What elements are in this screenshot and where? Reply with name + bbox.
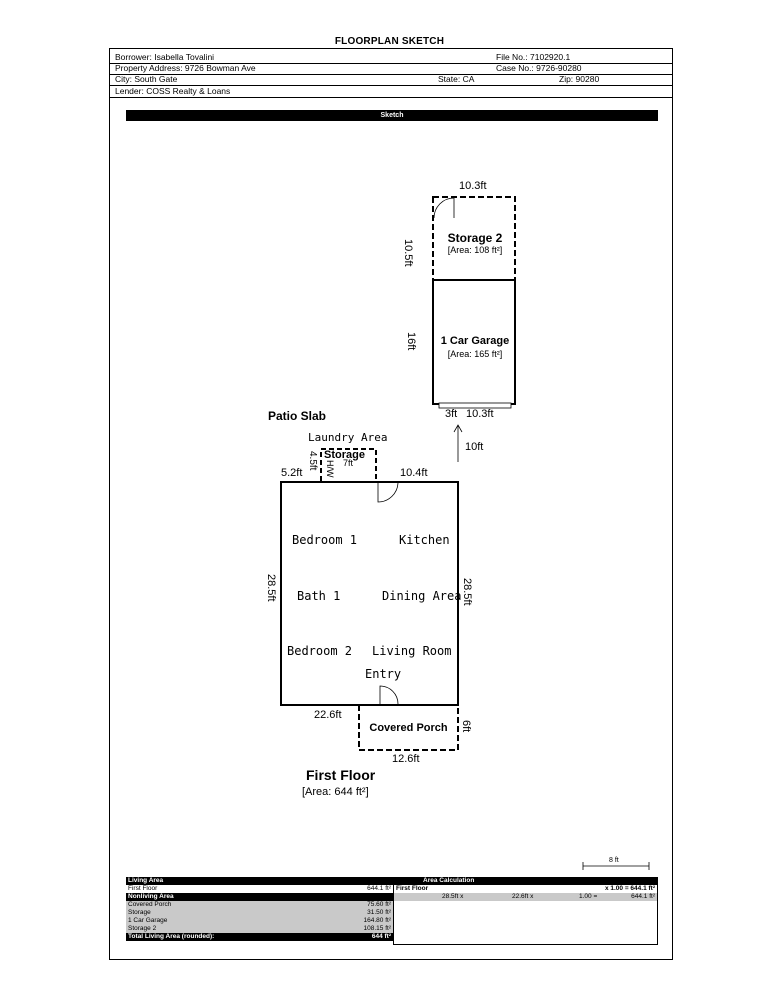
room-bath1: Bath 1 bbox=[297, 589, 341, 603]
first-floor-label: First Floor bbox=[128, 885, 158, 892]
nonliving-area-header: Nonliving Area bbox=[128, 893, 174, 900]
calc-factor: 1.00 = bbox=[579, 893, 598, 900]
zip: Zip: 90280 bbox=[559, 74, 600, 84]
case-no: Case No.: 9726-90280 bbox=[496, 63, 582, 73]
header-row-4: Lender: COSS Realty & Loans bbox=[110, 86, 672, 97]
state: State: CA bbox=[438, 74, 475, 84]
calc-floor-label: First Floor bbox=[396, 885, 429, 892]
room-dining: Dining Area bbox=[382, 589, 462, 603]
room-bedroom2: Bedroom 2 bbox=[287, 644, 353, 658]
room-kitchen: Kitchen bbox=[399, 533, 450, 547]
floor-label: First Floor bbox=[306, 767, 376, 783]
lender: Lender: COSS Realty & Loans bbox=[115, 86, 231, 96]
porch-width: 12.6ft bbox=[392, 753, 420, 765]
door-arc-icon bbox=[433, 197, 455, 219]
floor-area: [Area: 644 ft²] bbox=[302, 786, 369, 798]
page-title: FLOORPLAN SKETCH bbox=[334, 36, 445, 47]
room-bedroom1: Bedroom 1 bbox=[292, 533, 358, 547]
garage-bottom-b: 10.3ft bbox=[466, 408, 494, 420]
scale-label: 8 ft bbox=[609, 857, 619, 864]
nonliving-name: Storage bbox=[128, 909, 151, 916]
hw-label: H/W bbox=[325, 460, 335, 478]
room-entry: Entry bbox=[365, 667, 402, 681]
calc-dim-a: 28.5ft x bbox=[442, 893, 464, 900]
area-summary: Living Area First Floor 644.1 ft² Nonliv… bbox=[126, 877, 658, 945]
door-arc-icon bbox=[379, 685, 399, 705]
bottom-dimension: 22.6ft bbox=[314, 709, 342, 721]
city: City: South Gate bbox=[115, 74, 178, 84]
area-calc-header: Area Calculation bbox=[423, 877, 475, 884]
garage-area: [Area: 165 ft²] bbox=[447, 349, 503, 359]
header-row-3: City: South Gate State: CA Zip: 90280 bbox=[110, 74, 672, 85]
storage2-area: [Area: 108 ft²] bbox=[447, 245, 503, 255]
storage-height: 4.5ft bbox=[307, 451, 318, 471]
room-living: Living Room bbox=[372, 644, 452, 658]
nonliving-name: Storage 2 bbox=[128, 925, 157, 932]
file-no: File No.: 7102920.1 bbox=[496, 52, 571, 62]
calc-floor-result: x 1.00 = 644.1 ft² bbox=[604, 885, 655, 892]
house-outline bbox=[280, 481, 459, 706]
garage-door-icon bbox=[438, 402, 512, 409]
porch-outline bbox=[358, 705, 459, 751]
storage2-outline bbox=[432, 196, 516, 281]
calc-dim-b: 22.6ft x bbox=[512, 893, 534, 900]
area-table: Living Area First Floor 644.1 ft² Nonliv… bbox=[126, 877, 393, 945]
storage2-width: 10.3ft bbox=[459, 180, 487, 192]
storage-width: 7ft bbox=[343, 458, 354, 468]
garage-name: 1 Car Garage bbox=[440, 335, 510, 347]
door-arc-icon bbox=[377, 482, 399, 503]
area-calculation: Area Calculation First Floor x 1.00 = 64… bbox=[393, 877, 658, 945]
gap-dimension: 10ft bbox=[465, 441, 484, 453]
nonliving-value: 75.60 ft² bbox=[367, 901, 391, 908]
storage2-name: Storage 2 bbox=[447, 231, 503, 245]
garage-height: 16ft bbox=[405, 332, 417, 351]
nonliving-value: 31.50 ft² bbox=[367, 909, 391, 916]
first-floor-value: 644.1 ft² bbox=[367, 885, 391, 892]
sketch-bar: Sketch bbox=[126, 110, 658, 121]
total-value: 644 ft² bbox=[371, 933, 391, 940]
laundry-label: Laundry Area bbox=[308, 431, 388, 444]
nonliving-name: 1 Car Garage bbox=[128, 917, 168, 924]
living-area-header: Living Area bbox=[128, 877, 164, 884]
top-left-dimension: 5.2ft bbox=[281, 467, 303, 479]
calc-result: 644.1 ft² bbox=[631, 893, 655, 900]
total-label: Total Living Area (rounded): bbox=[128, 933, 215, 940]
header-row-2: Property Address: 9726 Bowman Ave Case N… bbox=[110, 63, 672, 74]
patio-label: Patio Slab bbox=[268, 409, 327, 423]
document-frame: Borrower: Isabella Tovalini File No.: 71… bbox=[109, 48, 673, 960]
header-row-1: Borrower: Isabella Tovalini File No.: 71… bbox=[110, 52, 672, 63]
nonliving-value: 108.15 ft² bbox=[363, 925, 391, 932]
borrower: Borrower: Isabella Tovalini bbox=[115, 52, 215, 62]
property-address: Property Address: 9726 Bowman Ave bbox=[115, 63, 256, 73]
right-dimension: 28.5ft bbox=[461, 578, 473, 606]
storage-label: Storage bbox=[324, 449, 365, 461]
top-right-dimension: 10.4ft bbox=[400, 467, 428, 479]
arrow-head-icon bbox=[453, 424, 463, 433]
left-dimension: 28.5ft bbox=[265, 574, 277, 602]
storage2-height: 10.5ft bbox=[402, 239, 414, 267]
porch-height: 6ft bbox=[460, 720, 472, 733]
porch-name: Covered Porch bbox=[369, 722, 448, 734]
nonliving-name: Covered Porch bbox=[128, 901, 172, 908]
nonliving-value: 164.80 ft² bbox=[363, 917, 391, 924]
garage-bottom-a: 3ft bbox=[445, 408, 458, 420]
